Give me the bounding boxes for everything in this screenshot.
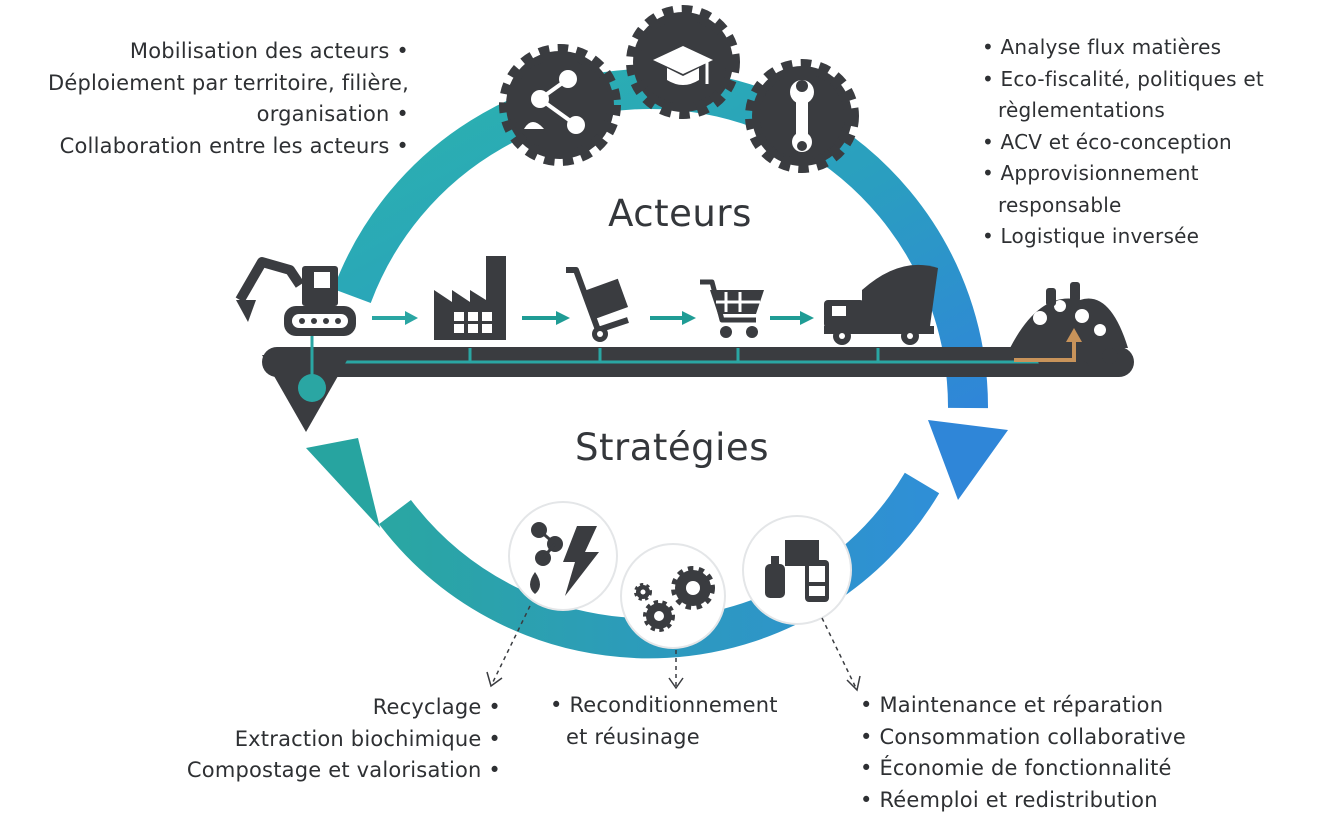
factory-icon bbox=[434, 256, 506, 340]
pointer-maintenance bbox=[821, 617, 861, 692]
list-item: • Consommation collaborative bbox=[860, 724, 1186, 749]
strategies-right-list: • Maintenance et réparation • Consommati… bbox=[860, 690, 1186, 816]
list-item: Mobilisation des acteurs • bbox=[129, 39, 409, 63]
list-item: • Analyse flux matières bbox=[982, 35, 1222, 59]
garbage-truck-icon bbox=[824, 264, 938, 345]
strategy-products-icon bbox=[742, 515, 852, 625]
list-item: • Logistique inversée bbox=[982, 224, 1200, 248]
strategy-gears-icon bbox=[620, 543, 726, 649]
strategies-left-list: Recyclage • Extraction biochimique • Com… bbox=[187, 692, 501, 787]
list-item: • Approvisionnement bbox=[982, 161, 1199, 185]
flow-arrow bbox=[522, 311, 570, 325]
flow-arrow bbox=[770, 311, 814, 325]
gear-graduation-cap-icon bbox=[626, 5, 740, 119]
actors-left-list: Mobilisation des acteurs • Déploiement p… bbox=[48, 36, 409, 162]
actors-right-list: • Analyse flux matières • Eco-fiscalité,… bbox=[982, 32, 1264, 253]
list-item: règlementations bbox=[998, 98, 1165, 122]
gear-wrench-icon bbox=[745, 59, 859, 173]
list-item: responsable bbox=[998, 192, 1122, 217]
hand-truck-icon bbox=[566, 267, 629, 342]
list-item: • Reconditionnement bbox=[550, 693, 778, 717]
value-chain-bar bbox=[262, 335, 1134, 432]
list-item: organisation • bbox=[256, 102, 409, 126]
pointer-reconditioning bbox=[668, 650, 684, 690]
strategy-molecule-energy-icon bbox=[508, 501, 618, 611]
list-item: • Eco-fiscalité, politiques et bbox=[982, 66, 1264, 91]
list-item: Recyclage • bbox=[372, 695, 501, 719]
strategies-middle-list: • Reconditionnement et réusinage bbox=[550, 690, 778, 753]
pointer-recycling bbox=[486, 605, 531, 688]
shopping-cart-icon bbox=[700, 279, 764, 338]
waste-pile-icon bbox=[1010, 282, 1128, 375]
list-item: Déploiement par territoire, filière, bbox=[48, 70, 409, 95]
gear-network-people-icon bbox=[499, 44, 621, 166]
list-item: • Économie de fonctionnalité bbox=[860, 756, 1172, 780]
flow-arrow bbox=[372, 311, 418, 325]
list-item: • Réemploi et redistribution bbox=[860, 787, 1158, 812]
list-item: Collaboration entre les acteurs • bbox=[59, 133, 409, 158]
list-item: Compostage et valorisation • bbox=[186, 758, 501, 782]
ring-arrowhead-right bbox=[928, 420, 1008, 500]
acteurs-label: Acteurs bbox=[608, 192, 752, 235]
list-item: Extraction biochimique • bbox=[234, 726, 501, 751]
excavator-icon bbox=[235, 257, 356, 336]
strategies-label: Stratégies bbox=[575, 426, 769, 469]
ring-arrowhead-left bbox=[306, 438, 380, 528]
flow-arrow bbox=[650, 311, 696, 325]
list-item: et réusinage bbox=[566, 724, 700, 749]
list-item: • ACV et éco-conception bbox=[982, 129, 1232, 154]
list-item: • Maintenance et réparation bbox=[860, 693, 1164, 717]
